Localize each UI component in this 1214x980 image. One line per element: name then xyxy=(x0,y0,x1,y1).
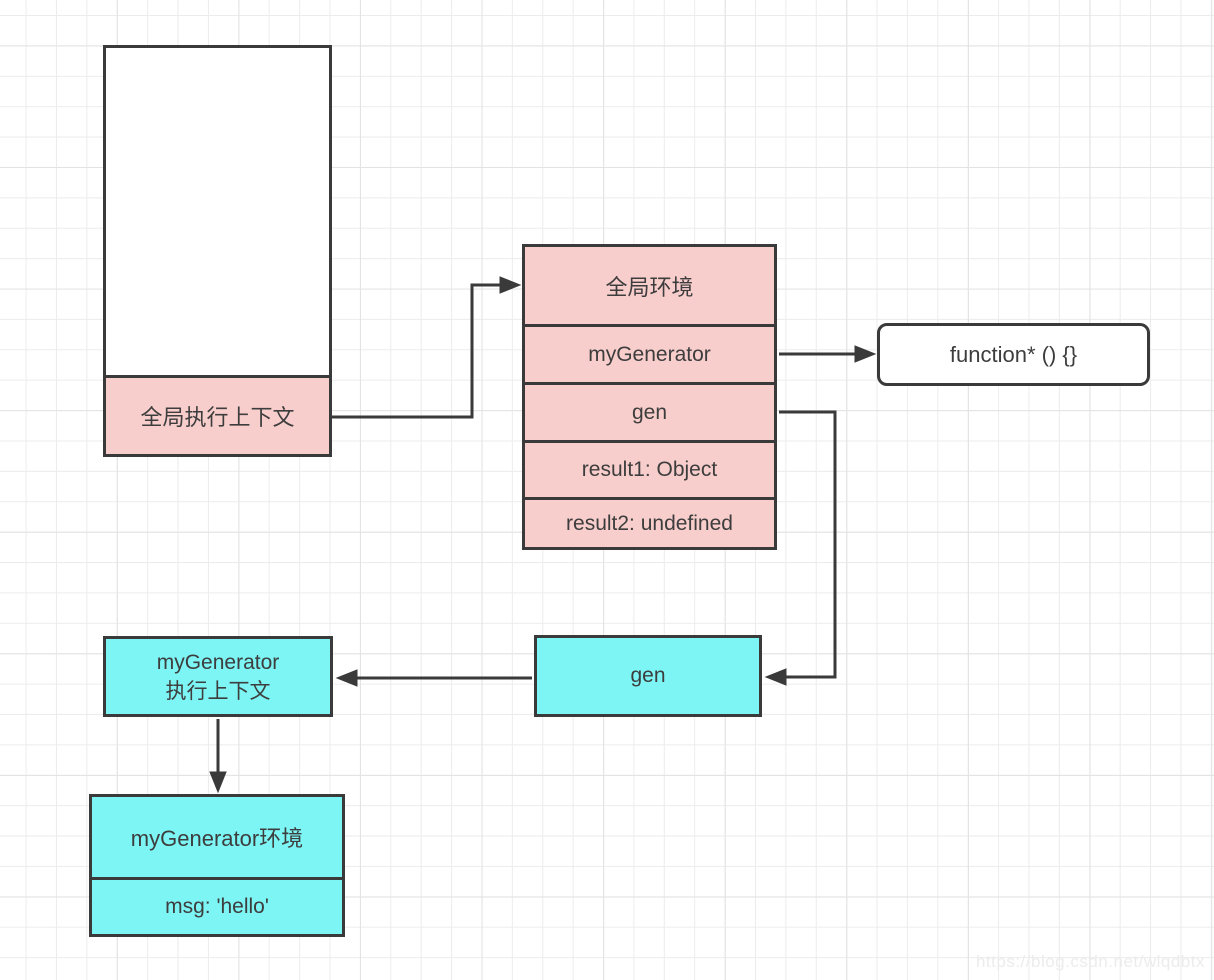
gen-object-label: gen xyxy=(630,664,666,687)
arrow-mygenerator-to-function xyxy=(779,345,877,363)
env-row-gen: gen xyxy=(525,382,774,440)
env-row-result1-label: result1: Object xyxy=(581,458,718,481)
mygenerator-env-msg-label: msg: 'hello' xyxy=(165,895,269,918)
arrow-mygencontext-to-mygenenv xyxy=(209,719,227,794)
arrow-globalctx-to-globalenv xyxy=(332,276,522,419)
mygenerator-context-box: myGenerator 执行上下文 xyxy=(103,636,333,717)
csdn-watermark: https://blog.csdn.net/wlqdbtx xyxy=(975,952,1205,971)
env-row-result2-label: result2: undefined xyxy=(566,511,733,535)
global-env-title: 全局环境 xyxy=(605,274,694,300)
env-row-gen-label: gen xyxy=(631,400,668,424)
mygenerator-env-title: myGenerator环境 xyxy=(130,826,304,851)
mygenerator-context-line1: myGenerator xyxy=(156,650,280,674)
mygenerator-env-box: myGenerator环境 msg: 'hello' xyxy=(89,794,345,937)
mygenerator-env-title-row: myGenerator环境 xyxy=(92,797,342,877)
gen-object-box: gen xyxy=(534,635,762,717)
global-env-stack: 全局环境 myGenerator gen result1: Object res… xyxy=(522,244,777,550)
env-row-result1: result1: Object xyxy=(525,440,774,497)
arrow-genbox-to-mygencontext xyxy=(335,669,532,687)
global-context-label: 全局执行上下文 xyxy=(140,405,295,430)
env-row-mygenerator-label: myGenerator xyxy=(588,342,711,366)
generator-function-label: function* () {} xyxy=(949,341,1078,367)
global-context-cell: 全局执行上下文 xyxy=(103,375,332,457)
mygenerator-env-row-msg: msg: 'hello' xyxy=(92,877,342,934)
env-row-mygenerator: myGenerator xyxy=(525,324,774,382)
global-env-title-row: 全局环境 xyxy=(525,247,774,324)
mygenerator-context-line2: 执行上下文 xyxy=(165,679,271,703)
generator-function-box: function* () {} xyxy=(877,323,1150,386)
env-row-result2: result2: undefined xyxy=(525,497,774,547)
